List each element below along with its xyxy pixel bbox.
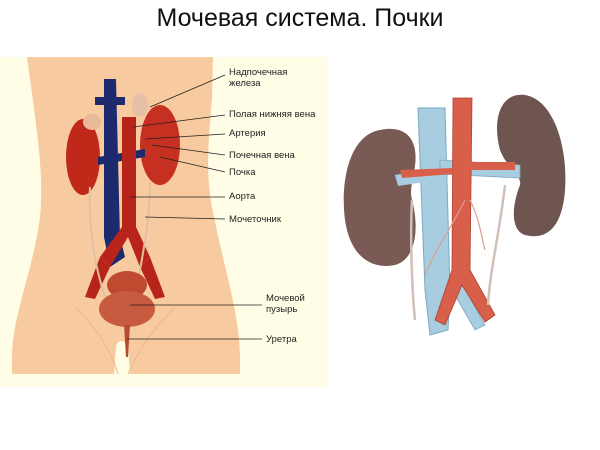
label-aorta: Аорта xyxy=(229,191,256,202)
slide-title: Мочевая система. Почки xyxy=(156,4,444,32)
body-illustration xyxy=(12,57,262,375)
urinary-system-diagram: Надпочечная железа Полая нижняя вена Арт… xyxy=(0,57,328,387)
label-renal-vein: Почечная вена xyxy=(229,150,295,161)
label-urethra: Уретра xyxy=(266,334,297,345)
label-line: пузырь xyxy=(266,304,298,315)
label-adrenal-gland: Надпочечная железа xyxy=(229,67,287,89)
label-ureter: Мочеточник xyxy=(229,214,281,225)
label-artery: Артерия xyxy=(229,128,266,139)
label-kidney: Почка xyxy=(229,167,256,178)
label-line: Мочевой xyxy=(266,293,305,304)
label-inferior-vena-cava: Полая нижняя вена xyxy=(229,109,316,120)
label-line: Надпочечная xyxy=(229,67,288,78)
label-bladder: Мочевой пузырь xyxy=(266,293,305,315)
kidneys-illustration xyxy=(343,94,566,336)
kidneys-vessels-illustration xyxy=(340,90,570,350)
label-line: железа xyxy=(229,78,261,89)
